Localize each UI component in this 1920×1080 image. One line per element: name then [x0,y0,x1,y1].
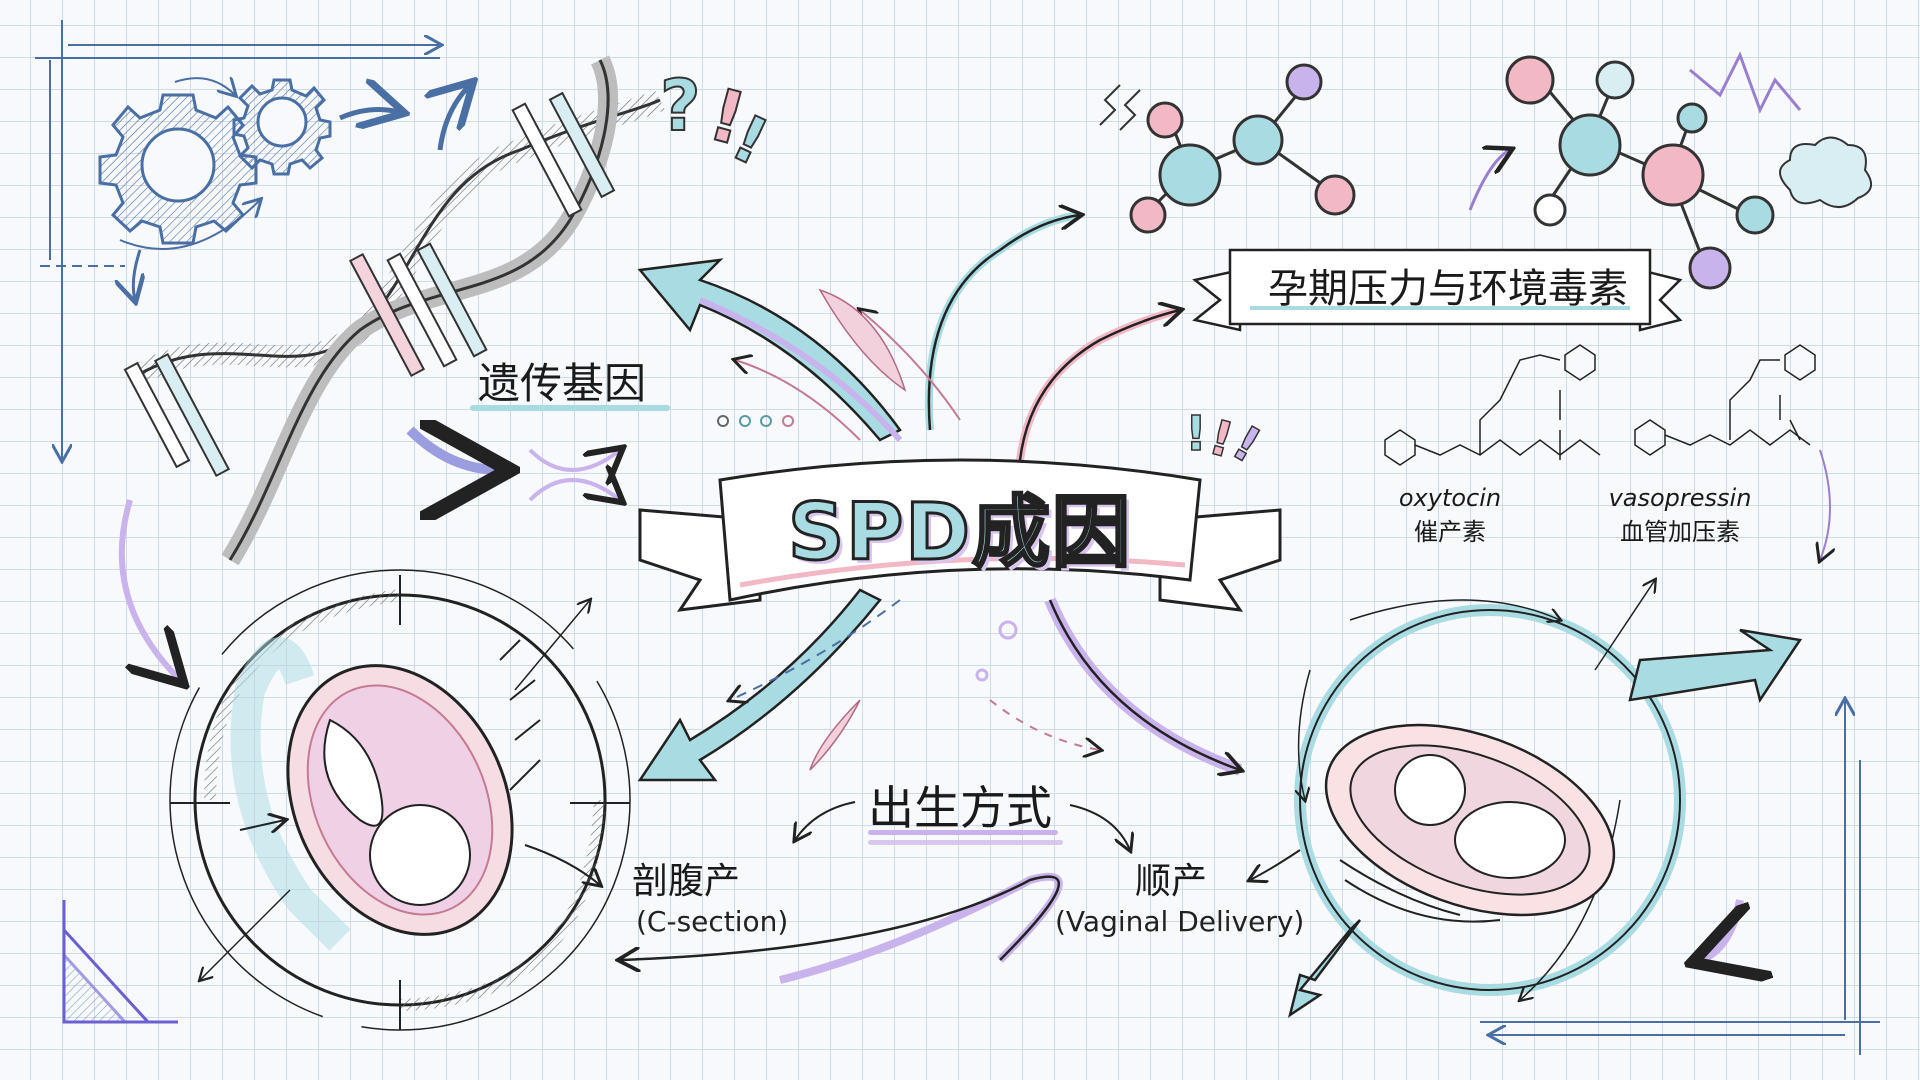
birth-mode-underline [868,830,1058,835]
title-ribbon [638,458,1282,612]
diagram-title: SPD成因 [786,487,1133,580]
molecule-vasopressin-label: vasopressin [1608,484,1752,512]
svg-text:?: ? [660,65,701,147]
node-stress-toxins: 孕期压力与环境毒素 [1268,266,1628,312]
dots-decoration [717,415,1018,682]
node-c-section: 剖腹产 [632,861,741,902]
frame-lines [35,20,1880,1055]
svg-text:!: ! [1185,406,1207,462]
genetics-underline [470,405,670,411]
squiggle-decoration [1099,51,1802,211]
fetus-icon-c-section [169,569,631,1031]
node-vaginal-delivery-en: (Vaginal Delivery) [1055,905,1305,938]
dna-helix-icon [123,55,665,566]
question-mark-icon: ? [659,64,702,148]
birth-branch-arrows [795,801,1130,850]
molecule-vasopressin-label-cn: 血管加压素 [1620,518,1740,546]
gear-icon [98,78,470,300]
radiating-arrows [118,215,1830,984]
birth-mode-underline-2 [868,840,1063,845]
molecule-icon [1129,55,1775,290]
node-vaginal-delivery: 顺产 [1135,861,1208,902]
stress-banner [1192,248,1683,332]
exclamation-icon: ! ! ! ! ! [700,71,1271,475]
vasopressin-structure [1634,344,1816,456]
cloud-icon [1779,136,1873,208]
node-genetics: 遗传基因 [478,359,647,408]
node-birth-mode: 出生方式 [868,781,1052,835]
feather-icon [809,288,907,771]
node-c-section-en: (C-section) [636,905,789,938]
triangle-ruler-icon [62,900,178,1024]
oxytocin-structure [1384,344,1601,466]
molecule-oxytocin-label: oxytocin [1398,484,1502,512]
molecule-oxytocin-label-cn: 催产素 [1414,518,1486,546]
fetus-icon-vaginal [1250,580,1803,1018]
